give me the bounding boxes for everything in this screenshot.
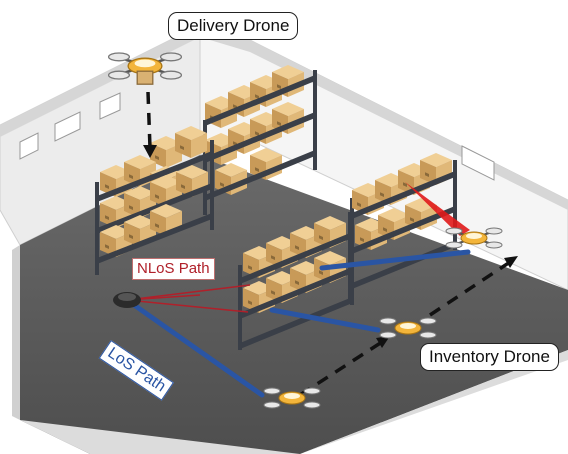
left-windows (19, 92, 121, 160)
wall-top-rim (0, 25, 568, 210)
floor-base-left (12, 245, 20, 420)
rack-right (350, 153, 457, 305)
rack-left (95, 126, 214, 275)
floor-edge (20, 350, 568, 454)
nlos-path-label: NLoS Path (132, 258, 215, 280)
trajectory-arrow-1 (376, 336, 390, 348)
reflection-beam (405, 182, 470, 236)
los-paths (124, 249, 471, 398)
rfid-reader (113, 292, 141, 308)
delivery-drone (107, 51, 183, 85)
trajectory-arrow-2 (504, 256, 518, 268)
delivery-arrow (143, 145, 157, 158)
delivery-trajectory (146, 91, 152, 149)
inventory-trajectory (299, 260, 511, 397)
rack-front-center (238, 212, 352, 350)
delivery-drone-label: Delivery Drone (168, 12, 299, 40)
inventory-drone-label: Inventory Drone (420, 343, 559, 371)
right-window (461, 145, 495, 181)
